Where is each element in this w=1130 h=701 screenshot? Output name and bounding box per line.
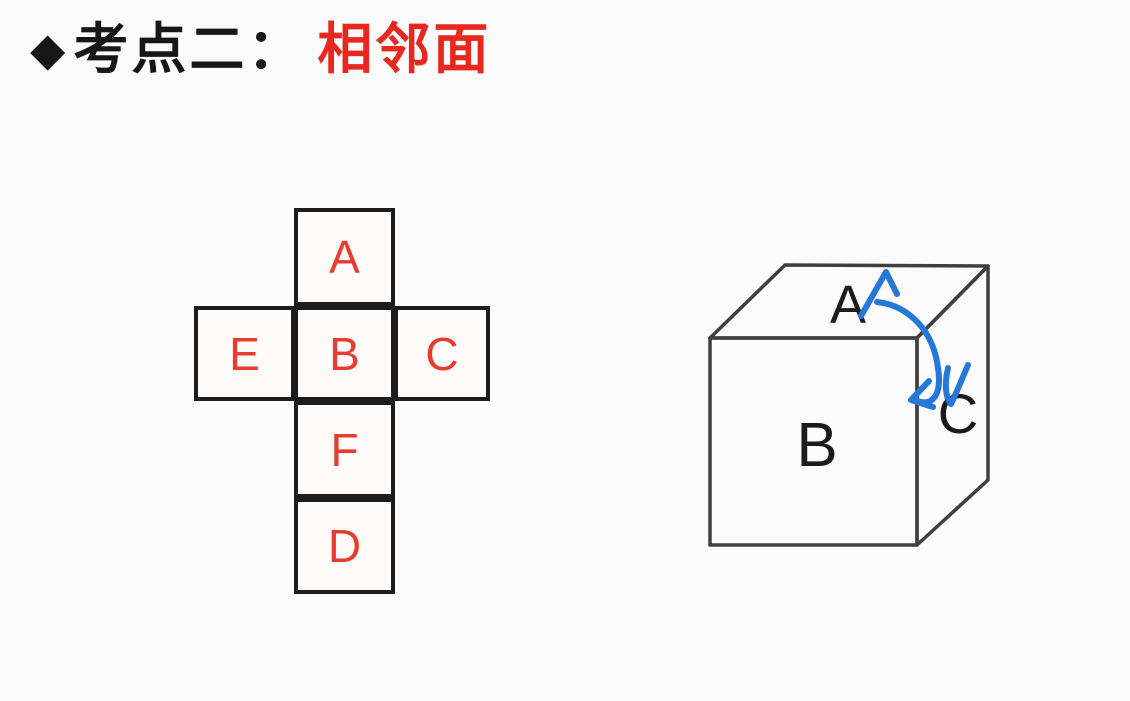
cube-drawing: A B C [708, 263, 990, 547]
adjacency-arrow-scribble [942, 362, 971, 407]
adjacency-arrow-curve [874, 299, 942, 406]
net-cell-a: A [294, 208, 395, 306]
net-cell-e: E [194, 306, 295, 401]
net-cell-d: D [294, 498, 395, 594]
net-cell-f-label: F [330, 423, 359, 476]
net-cell-b: B [294, 306, 395, 401]
adjacency-arrow-top-head [858, 269, 900, 319]
net-cell-a-label: A [329, 231, 360, 283]
net-cell-c-label: C [425, 327, 459, 380]
cube-front-face [708, 336, 919, 547]
page-title: ◆考点二：相邻面 [30, 14, 491, 86]
net-cell-b-label: B [329, 327, 360, 380]
adjacency-arrow-bottom-head [908, 378, 936, 410]
title-highlight: 相邻面 [317, 19, 492, 80]
net-cell-d-label: D [327, 520, 362, 572]
title-prefix: 考点二： [73, 19, 306, 80]
cube-front-label: B [796, 411, 837, 480]
cube-top-label: A [830, 275, 866, 335]
net-cell-c: C [394, 306, 490, 401]
diamond-icon: ◆ [30, 24, 66, 75]
net-cell-f: F [294, 401, 395, 498]
net-cell-e-label: E [229, 327, 260, 380]
